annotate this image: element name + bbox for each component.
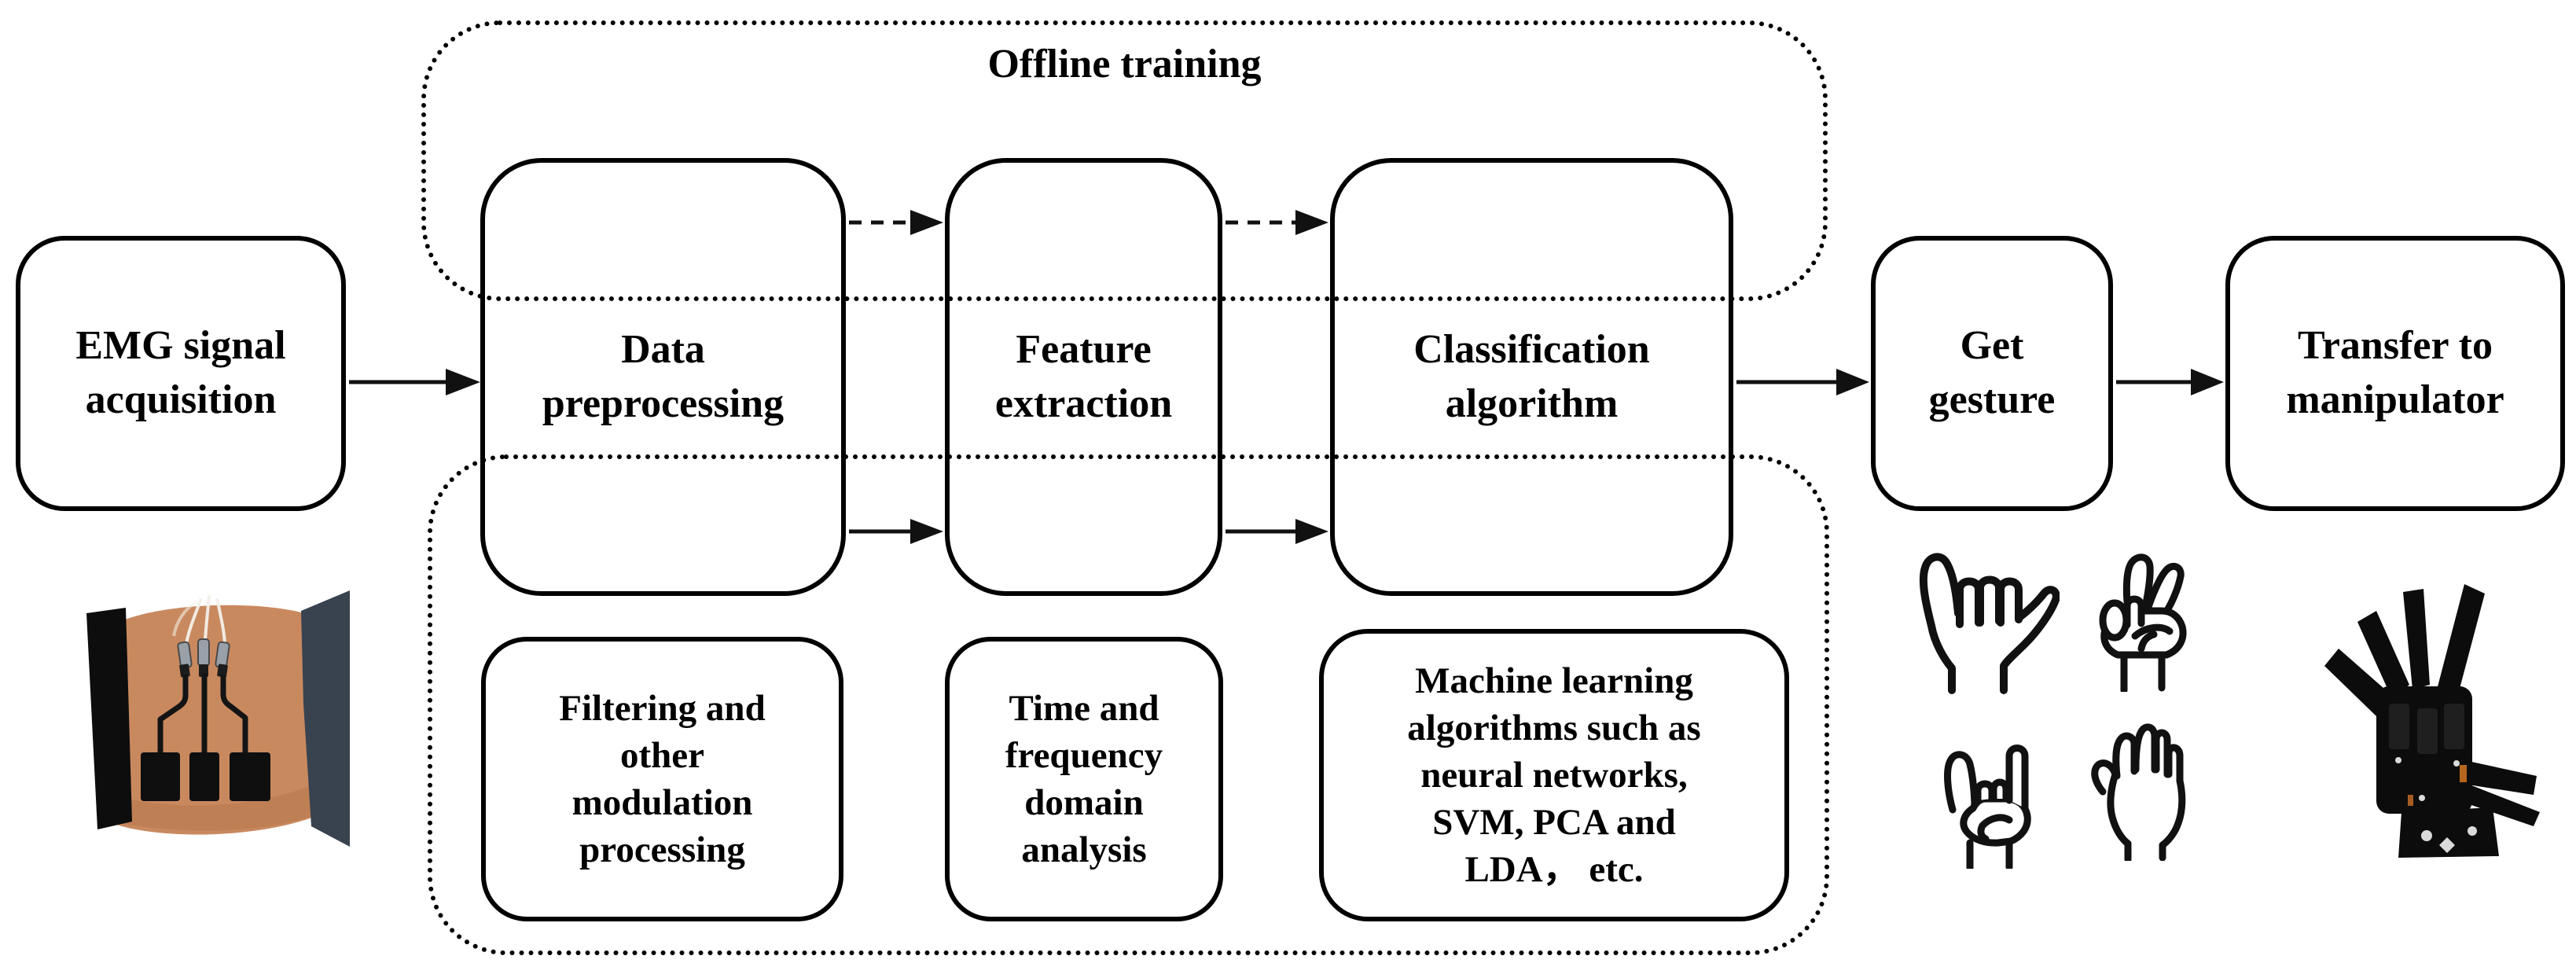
electrode-pads xyxy=(141,752,270,801)
electrode-connectors xyxy=(177,638,230,678)
arrow-emg-to-preprocessing xyxy=(349,369,480,395)
offline-training-label: Offline training xyxy=(987,42,1262,86)
emg-electrode-arm-photo xyxy=(86,590,350,847)
node-data-preprocessing: Data preprocessing xyxy=(480,158,846,596)
node-label-line: algorithm xyxy=(1445,381,1619,426)
arrow-get-gesture-to-transfer xyxy=(2116,369,2224,395)
armband-strap xyxy=(86,608,132,829)
detail-line: frequency xyxy=(1005,734,1163,776)
offline-training-group-box xyxy=(421,20,1828,301)
horns-hand-icon xyxy=(1944,745,2031,869)
node-label-line: Data xyxy=(621,326,705,372)
detail-time-frequency-analysis: Time and frequency domain analysis xyxy=(945,637,1223,921)
node-label-line: Transfer to xyxy=(2298,323,2493,369)
detail-line: other xyxy=(619,734,704,776)
detail-line: LDA， etc. xyxy=(1464,849,1644,891)
arrow-classification-to-get-gesture xyxy=(1736,369,1869,395)
detail-line: modulation xyxy=(571,782,753,823)
node-label-line: manipulator xyxy=(2286,377,2504,422)
node-label-line: extraction xyxy=(994,381,1173,426)
detail-line: Time and xyxy=(1009,687,1159,729)
electrode-wires xyxy=(172,594,226,645)
detail-line: Machine learning xyxy=(1415,660,1693,701)
node-emg-signal-acquisition: EMG signal acquisition xyxy=(16,236,346,511)
detail-line: algorithms such as xyxy=(1407,707,1701,748)
shaka-hand-icon xyxy=(1919,553,2060,694)
processing-details-group-box xyxy=(428,454,1829,955)
node-label-line: Get xyxy=(1960,323,2024,369)
detail-line: domain xyxy=(1024,782,1144,823)
open-palm-hand-icon xyxy=(2091,723,2186,861)
detail-filtering-modulation: Filtering and other modulation processin… xyxy=(481,637,843,921)
node-label-line: preprocessing xyxy=(542,381,785,426)
robotic-manipulator-hand-photo xyxy=(2324,584,2540,858)
detail-line: neural networks, xyxy=(1420,754,1688,796)
detail-line: analysis xyxy=(1021,829,1147,871)
detail-line: Filtering and xyxy=(559,687,766,729)
node-label-line: acquisition xyxy=(85,377,277,422)
node-classification-algorithm: Classification algorithm xyxy=(1330,158,1733,596)
sleeve-fabric xyxy=(301,590,350,847)
detail-machine-learning-algorithms: Machine learning algorithms such as neur… xyxy=(1319,629,1789,921)
node-label-line: Feature xyxy=(1016,326,1152,372)
detail-line: processing xyxy=(579,829,745,871)
node-label-line: gesture xyxy=(1928,377,2056,422)
node-label-line: EMG signal xyxy=(75,323,286,369)
detail-line: SVM, PCA and xyxy=(1432,802,1676,844)
node-label-line: Classification xyxy=(1413,326,1650,372)
electrode-traces xyxy=(157,672,248,756)
node-feature-extraction: Feature extraction xyxy=(945,158,1222,596)
node-transfer-to-manipulator: Transfer to manipulator xyxy=(2225,236,2565,511)
peace-hand-icon xyxy=(2099,553,2187,692)
node-get-gesture: Get gesture xyxy=(1871,236,2113,511)
